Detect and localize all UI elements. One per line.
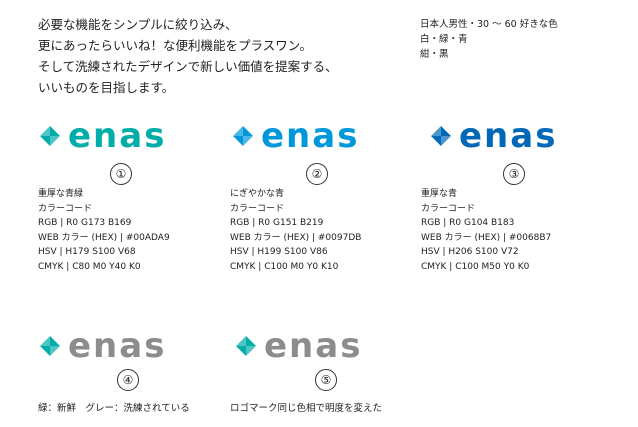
target-line: 日本人男性・30 ～ 60 好きな色: [420, 19, 558, 30]
diamond-mark-icon: [431, 126, 451, 146]
spec-line: CMYK | C80 M0 Y40 K0: [38, 261, 141, 272]
logo-wordmark: enas: [264, 326, 362, 366]
diamond-facet: [441, 126, 451, 136]
diamond-facet: [243, 126, 253, 136]
spec-line: HSV | H199 S100 V86: [230, 247, 328, 257]
variant-caption: 緑：新鮮 グレー：洗練されている: [38, 403, 190, 414]
variant-caption: ロゴマーク同じ色相で明度を変えた: [230, 403, 383, 414]
diamond-facet: [50, 126, 60, 136]
diamond-facet: [246, 346, 256, 356]
diamond-facet: [243, 136, 253, 146]
logo-variant-2: enas: [227, 116, 407, 156]
target-line: 白・緑・青: [420, 34, 468, 45]
diamond-facet: [40, 336, 50, 346]
enas-logo: enas: [431, 116, 557, 156]
diamond-facet: [236, 336, 246, 346]
intro-line: 更にあったらいいね！な便利機能をプラスワン。: [38, 38, 313, 53]
spec-line: にぎやかな青: [230, 189, 285, 199]
spec-line: RGB | R0 G104 B183: [421, 218, 515, 228]
logo-wordmark: enas: [68, 116, 166, 156]
intro-text: 必要な機能をシンプルに絞り込み、 更にあったらいいね！な便利機能をプラスワン。 …: [38, 14, 338, 98]
diamond-facet: [50, 136, 60, 146]
diamond-mark-icon: [40, 336, 60, 356]
diamond-facet: [233, 126, 243, 136]
target-note: 日本人男性・30 ～ 60 好きな色 白・緑・青 紺・黒: [420, 17, 558, 62]
enas-logo: enas: [40, 326, 166, 366]
color-spec-2: にぎやかな青 カラーコード RGB | R0 G151 B219 WEB カラー…: [230, 187, 361, 274]
spec-line: 重厚な青緑: [38, 189, 84, 199]
diamond-facet: [236, 346, 246, 356]
spec-line: CMYK | C100 M0 Y0 K10: [230, 261, 339, 272]
diamond-facet: [246, 336, 256, 346]
spec-line: WEB カラー (HEX) | #00ADA9: [38, 232, 170, 243]
spec-line: 重厚な青: [421, 189, 458, 199]
color-spec-3: 重厚な青 カラーコード RGB | R0 G104 B183 WEB カラー (…: [421, 187, 551, 274]
color-spec-1: 重厚な青緑 カラーコード RGB | R0 G173 B169 WEB カラー …: [38, 187, 170, 274]
variant-number: ③: [503, 163, 525, 185]
spec-line: WEB カラー (HEX) | #0068B7: [421, 232, 552, 243]
intro-line: そして洗練されたデザインで新しい価値を提案する、: [38, 59, 338, 74]
logo-variant-5: enas: [230, 326, 410, 366]
variant-number: ①: [110, 163, 132, 185]
variant-number: ②: [306, 163, 328, 185]
diamond-facet: [40, 126, 50, 136]
enas-logo: enas: [236, 326, 362, 366]
variant-number: ④: [117, 369, 139, 391]
spec-line: RGB | R0 G173 B169: [38, 218, 132, 228]
spec-line: カラーコード: [421, 203, 476, 214]
diamond-facet: [50, 346, 60, 356]
logo-variant-3: enas: [425, 116, 605, 156]
diamond-facet: [50, 336, 60, 346]
spec-line: WEB カラー (HEX) | #0097DB: [230, 232, 362, 243]
logo-variant-4: enas: [34, 326, 214, 366]
diamond-facet: [431, 136, 441, 146]
diamond-facet: [40, 346, 50, 356]
intro-line: 必要な機能をシンプルに絞り込み、: [38, 17, 238, 32]
diamond-facet: [441, 136, 451, 146]
logo-wordmark: enas: [261, 116, 359, 156]
enas-logo: enas: [40, 116, 166, 156]
spec-line: HSV | H206 S100 V72: [421, 247, 519, 257]
diamond-mark-icon: [236, 336, 256, 356]
logo-wordmark: enas: [459, 116, 557, 156]
variant-number: ⑤: [315, 369, 337, 391]
intro-line: いいものを目指します。: [38, 80, 175, 95]
diamond-mark-icon: [233, 126, 253, 146]
logo-variant-1: enas: [34, 116, 214, 156]
spec-line: CMYK | C100 M50 Y0 K0: [421, 261, 530, 272]
enas-logo: enas: [233, 116, 359, 156]
diamond-facet: [431, 126, 441, 136]
target-line: 紺・黒: [420, 49, 449, 60]
spec-line: カラーコード: [230, 203, 285, 214]
diamond-facet: [40, 136, 50, 146]
spec-line: カラーコード: [38, 203, 93, 214]
logo-wordmark: enas: [68, 326, 166, 366]
spec-line: RGB | R0 G151 B219: [230, 218, 324, 228]
diamond-facet: [233, 136, 243, 146]
spec-line: HSV | H179 S100 V68: [38, 247, 136, 257]
diamond-mark-icon: [40, 126, 60, 146]
